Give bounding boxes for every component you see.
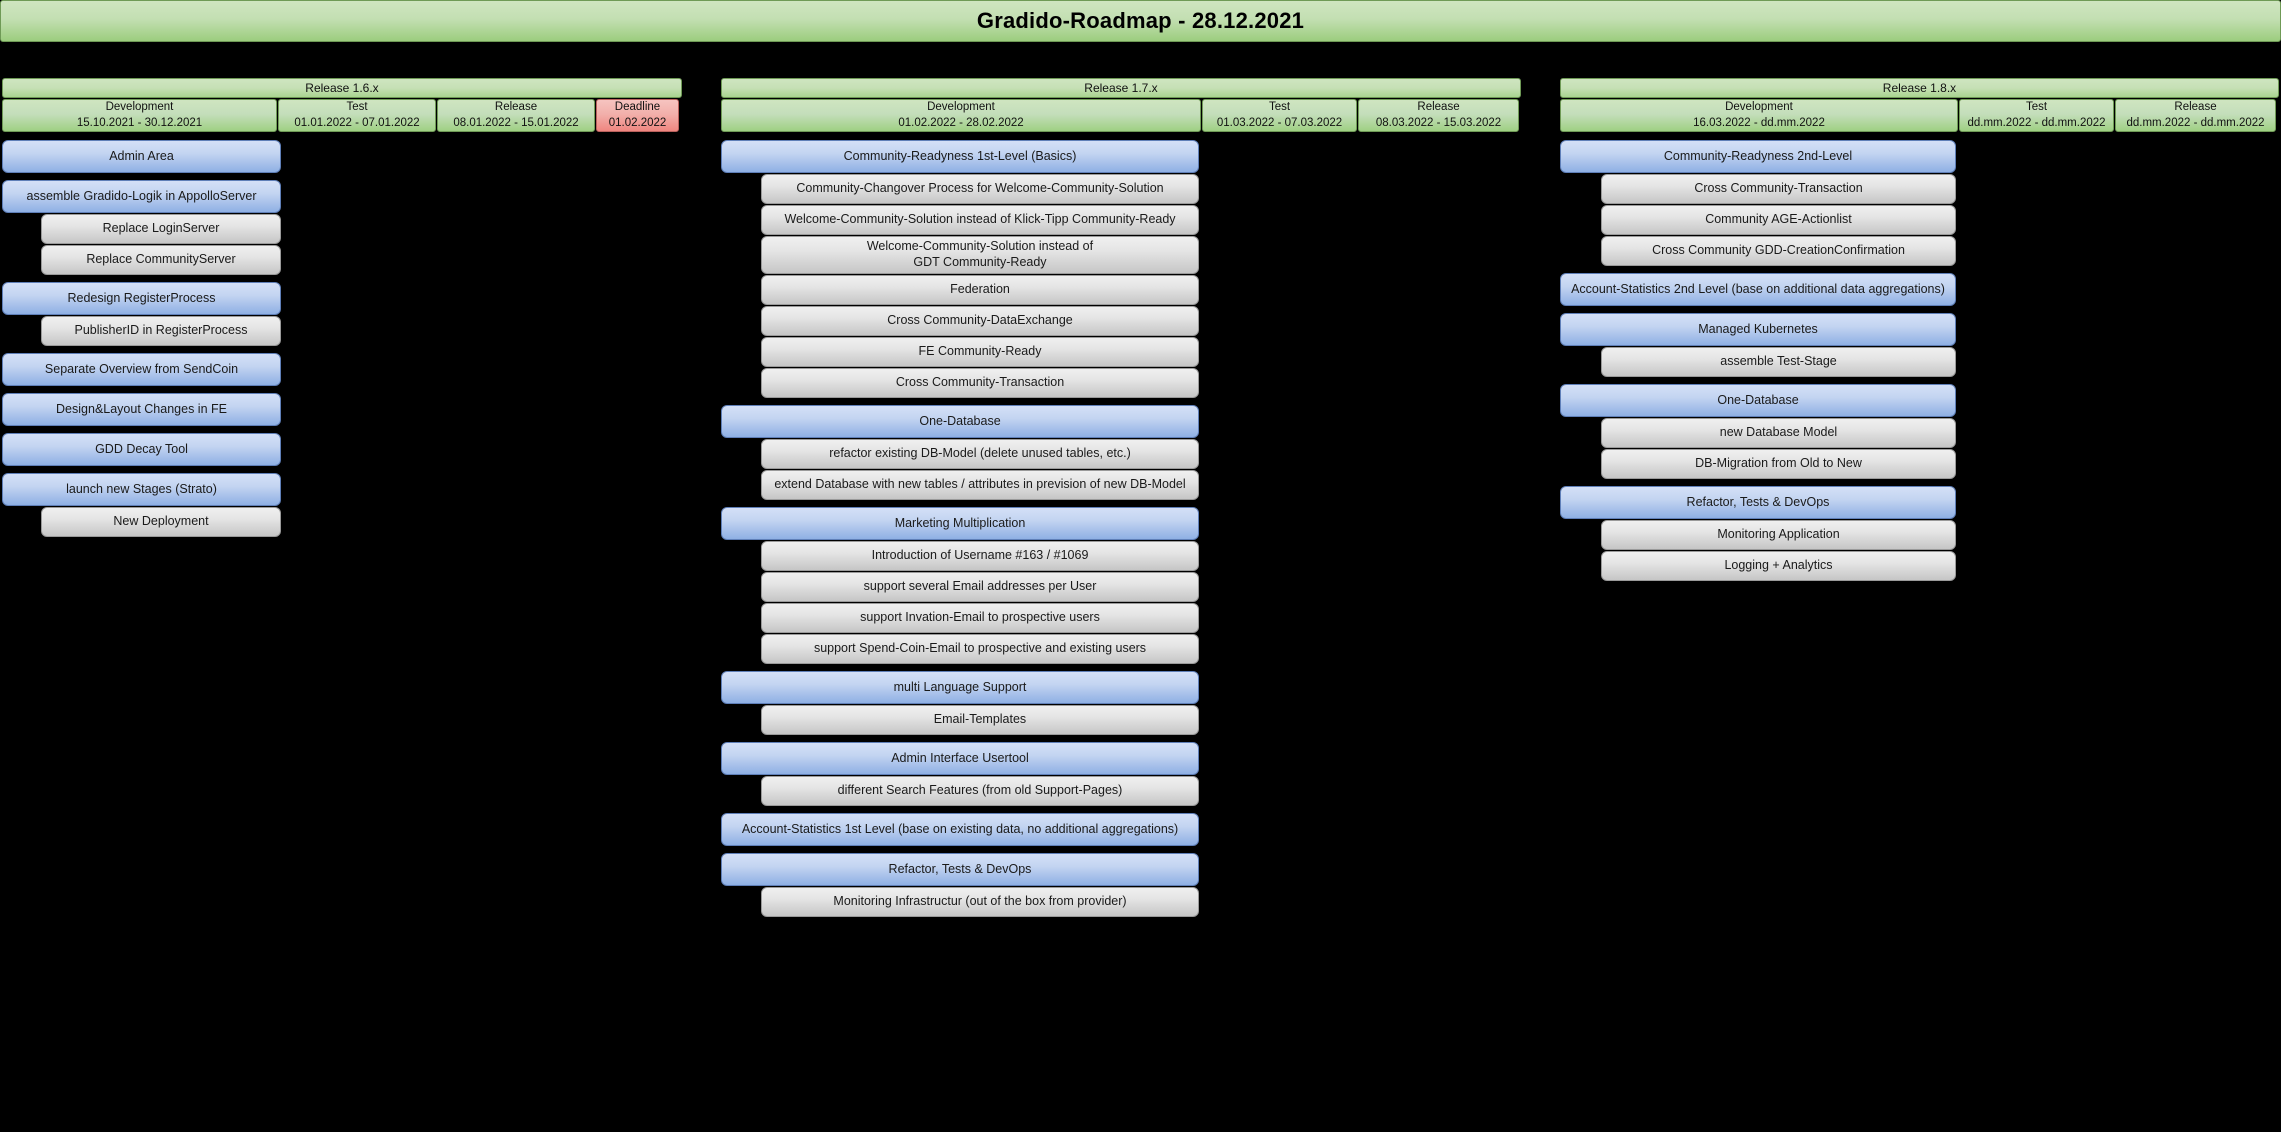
phase-name: Test	[1268, 100, 1291, 113]
task-box[interactable]: Community-Readyness 2nd-Level	[1560, 140, 1956, 173]
subtask-box[interactable]: Replace LoginServer	[41, 214, 281, 244]
phase-dates: 15.10.2021 - 30.12.2021	[76, 116, 203, 129]
subtask-box[interactable]: Federation	[761, 275, 1199, 305]
task-box[interactable]: Refactor, Tests & DevOps	[721, 853, 1199, 886]
subtask-box[interactable]: refactor existing DB-Model (delete unuse…	[761, 439, 1199, 469]
task-box[interactable]: launch new Stages (Strato)	[2, 473, 281, 506]
phase-dates: 08.01.2022 - 15.01.2022	[453, 116, 579, 129]
phase-name: Test	[2025, 100, 2048, 113]
roadmap-title-bar: Gradido-Roadmap - 28.12.2021	[0, 0, 2281, 42]
task-box[interactable]: One-Database	[721, 405, 1199, 438]
task-box[interactable]: One-Database	[1560, 384, 1956, 417]
task-box[interactable]: Refactor, Tests & DevOps	[1560, 486, 1956, 519]
task-box[interactable]: Marketing Multiplication	[721, 507, 1199, 540]
phase-row: Development 01.02.2022 - 28.02.2022 Test 01…	[721, 99, 1521, 132]
phase-dates: 01.02.2022	[608, 116, 667, 129]
subtask-box[interactable]: Cross Community-DataExchange	[761, 306, 1199, 336]
subtask-box[interactable]: support Invation-Email to prospective us…	[761, 603, 1199, 633]
subtask-box[interactable]: new Database Model	[1601, 418, 1956, 448]
subtask-box[interactable]: Cross Community-Transaction	[761, 368, 1199, 398]
phase-name: Release	[494, 100, 538, 113]
subtask-box[interactable]: assemble Test-Stage	[1601, 347, 1956, 377]
phase-release[interactable]: Release 08.01.2022 - 15.01.2022	[437, 99, 595, 132]
task-box[interactable]: Account-Statistics 1st Level (base on ex…	[721, 813, 1199, 846]
task-list: Community-Readyness 1st-Level (Basics)Co…	[721, 140, 1521, 917]
subtask-box[interactable]: New Deployment	[41, 507, 281, 537]
phase-dates: 01.03.2022 - 07.03.2022	[1216, 116, 1343, 129]
phase-dates: 01.02.2022 - 28.02.2022	[898, 116, 1024, 129]
phase-test[interactable]: Test dd.mm.2022 - dd.mm.2022	[1959, 99, 2114, 132]
subtask-box[interactable]: different Search Features (from old Supp…	[761, 776, 1199, 806]
phase-name: Deadline	[614, 100, 661, 113]
phase-dates: dd.mm.2022 - dd.mm.2022	[2126, 116, 2265, 129]
subtask-box[interactable]: support Spend-Coin-Email to prospective …	[761, 634, 1199, 664]
subtask-box[interactable]: Monitoring Infrastructur (out of the box…	[761, 887, 1199, 917]
subtask-box[interactable]: Welcome-Community-Solution instead of Kl…	[761, 205, 1199, 235]
phase-development[interactable]: Development 16.03.2022 - dd.mm.2022	[1560, 99, 1958, 132]
phase-release[interactable]: Release 08.03.2022 - 15.03.2022	[1358, 99, 1519, 132]
release-title: Release 1.8.x	[1560, 78, 2279, 98]
release-title: Release 1.7.x	[721, 78, 1521, 98]
phase-name: Development	[1725, 100, 1793, 113]
subtask-box[interactable]: FE Community-Ready	[761, 337, 1199, 367]
phase-test[interactable]: Test 01.03.2022 - 07.03.2022	[1202, 99, 1357, 132]
release-title: Release 1.6.x	[2, 78, 682, 98]
subtask-box[interactable]: Introduction of Username #163 / #1069	[761, 541, 1199, 571]
subtask-box[interactable]: Community AGE-Actionlist	[1601, 205, 1956, 235]
phase-name: Development	[105, 100, 174, 113]
task-box[interactable]: multi Language Support	[721, 671, 1199, 704]
task-box[interactable]: Redesign RegisterProcess	[2, 282, 281, 315]
subtask-box[interactable]: Community-Changover Process for Welcome-…	[761, 174, 1199, 204]
task-box[interactable]: Account-Statistics 2nd Level (base on ad…	[1560, 273, 1956, 306]
subtask-box[interactable]: Monitoring Application	[1601, 520, 1956, 550]
subtask-box[interactable]: Logging + Analytics	[1601, 551, 1956, 581]
task-box[interactable]: Design&Layout Changes in FE	[2, 393, 281, 426]
task-box[interactable]: Admin Interface Usertool	[721, 742, 1199, 775]
subtask-box[interactable]: PublisherID in RegisterProcess	[41, 316, 281, 346]
subtask-box[interactable]: extend Database with new tables / attrib…	[761, 470, 1199, 500]
phase-name: Test	[346, 100, 368, 113]
subtask-box[interactable]: Cross Community GDD-CreationConfirmation	[1601, 236, 1956, 266]
task-box[interactable]: Separate Overview from SendCoin	[2, 353, 281, 386]
phase-name: Release	[2174, 100, 2217, 113]
subtask-box[interactable]: support several Email addresses per User	[761, 572, 1199, 602]
phase-name: Development	[927, 100, 995, 113]
phase-dates: dd.mm.2022 - dd.mm.2022	[1967, 116, 2106, 129]
phase-row: Development 16.03.2022 - dd.mm.2022 Test dd…	[1560, 99, 2279, 132]
task-box[interactable]: assemble Gradido-Logik in AppolloServer	[2, 180, 281, 213]
task-list: Admin Area assemble Gradido-Logik in Appo…	[2, 140, 682, 537]
task-box[interactable]: Managed Kubernetes	[1560, 313, 1956, 346]
task-box[interactable]: GDD Decay Tool	[2, 433, 281, 466]
phase-dates: 01.01.2022 - 07.01.2022	[294, 116, 420, 129]
phase-dates: 08.03.2022 - 15.03.2022	[1375, 116, 1502, 129]
subtask-box[interactable]: Replace CommunityServer	[41, 245, 281, 275]
subtask-box[interactable]: Welcome-Community-Solution instead of GD…	[761, 236, 1199, 274]
subtask-box[interactable]: DB-Migration from Old to New	[1601, 449, 1956, 479]
phase-development[interactable]: Development 01.02.2022 - 28.02.2022	[721, 99, 1201, 132]
phase-row: Development 15.10.2021 - 30.12.2021 Test 01…	[2, 99, 682, 132]
phase-dates: 16.03.2022 - dd.mm.2022	[1693, 116, 1825, 129]
phase-name: Release	[1417, 100, 1460, 113]
task-box[interactable]: Community-Readyness 1st-Level (Basics)	[721, 140, 1199, 173]
subtask-box[interactable]: Cross Community-Transaction	[1601, 174, 1956, 204]
phase-development[interactable]: Development 15.10.2021 - 30.12.2021	[2, 99, 277, 132]
phase-test[interactable]: Test 01.01.2022 - 07.01.2022	[278, 99, 436, 132]
page-title: Gradido-Roadmap - 28.12.2021	[976, 8, 1305, 33]
phase-release[interactable]: Release dd.mm.2022 - dd.mm.2022	[2115, 99, 2276, 132]
phase-deadline[interactable]: Deadline 01.02.2022	[596, 99, 679, 132]
task-box[interactable]: Admin Area	[2, 140, 281, 173]
subtask-box[interactable]: Email-Templates	[761, 705, 1199, 735]
